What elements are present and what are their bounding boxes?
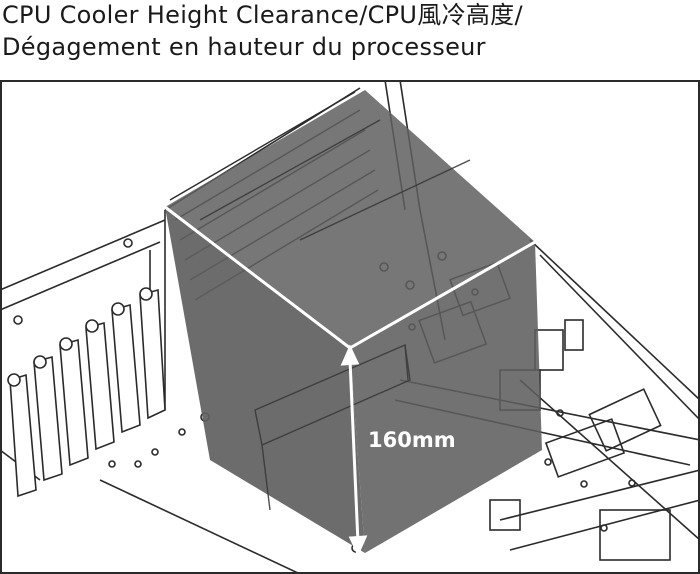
title-line-2: Dégagement en hauteur du processeur <box>2 33 486 61</box>
case-interior-illustration: 160mm <box>0 80 700 574</box>
pci-slot-screws <box>7 287 153 387</box>
height-dimension-arrow <box>340 344 368 557</box>
through-box-details <box>199 119 471 511</box>
clearance-box-side <box>165 207 365 553</box>
height-dimension-label: 160mm <box>368 428 456 452</box>
figure-frame <box>0 80 700 574</box>
title-line-1: CPU Cooler Height Clearance/CPU風冷高度/ <box>2 1 523 29</box>
clearance-box-front <box>350 242 542 553</box>
pci-slot-brackets <box>9 288 166 498</box>
clearance-box-top <box>165 90 535 348</box>
clearance-edges <box>164 205 536 350</box>
